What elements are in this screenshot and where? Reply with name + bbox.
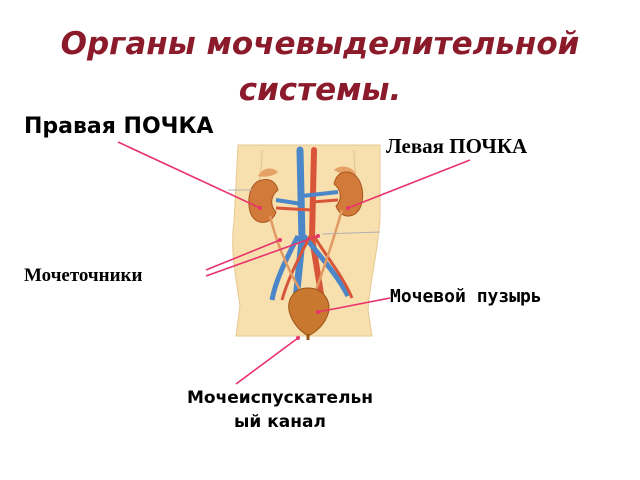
pointer-tip <box>316 234 320 238</box>
pointer-ureters-2 <box>205 235 319 277</box>
pointer-tip <box>258 206 262 210</box>
iliac-artery-left <box>312 235 354 299</box>
right-adrenal-gland <box>258 168 278 177</box>
slide-title-line-1: Органы мочевыделительной <box>60 26 580 62</box>
pointer-lines <box>117 141 471 385</box>
right-ureter <box>268 215 302 291</box>
label-urethra-line-2: ый канал <box>234 412 326 432</box>
label-bladder: Мочевой пузырь <box>390 286 542 307</box>
pointer-ureters-1 <box>205 239 281 271</box>
left-ureter <box>314 209 344 291</box>
pointer-left-kidney <box>347 159 471 209</box>
pointer-arrowheads <box>258 206 350 340</box>
iliac-artery-right <box>280 235 312 301</box>
label-urethra: Мочеиспускательн ый канал <box>150 386 410 434</box>
label-right-kidney: Правая ПОЧКА <box>24 114 214 139</box>
iliac-vein-right <box>269 234 301 301</box>
vena-cava <box>292 146 306 304</box>
guide-line <box>228 189 381 235</box>
label-urethra-line-1: Мочеиспускательн <box>186 388 374 408</box>
pointer-tip <box>316 310 320 314</box>
label-left-kidney: Левая ПОЧКА <box>386 134 528 158</box>
right-kidney <box>248 179 279 223</box>
label-ureters: Мочеточники <box>24 265 143 286</box>
right-renal-vein <box>275 198 303 206</box>
pointer-tip <box>278 238 282 242</box>
right-renal-artery <box>275 206 313 212</box>
pointer-tip <box>346 206 350 210</box>
pointer-bladder <box>317 297 391 313</box>
slide-title-line-2: системы. <box>238 72 402 108</box>
left-renal-vein <box>301 190 339 198</box>
pointer-tip <box>296 336 300 340</box>
pointer-right-kidney <box>117 141 261 209</box>
pointer-urethra <box>235 337 299 385</box>
left-renal-artery <box>311 198 339 204</box>
